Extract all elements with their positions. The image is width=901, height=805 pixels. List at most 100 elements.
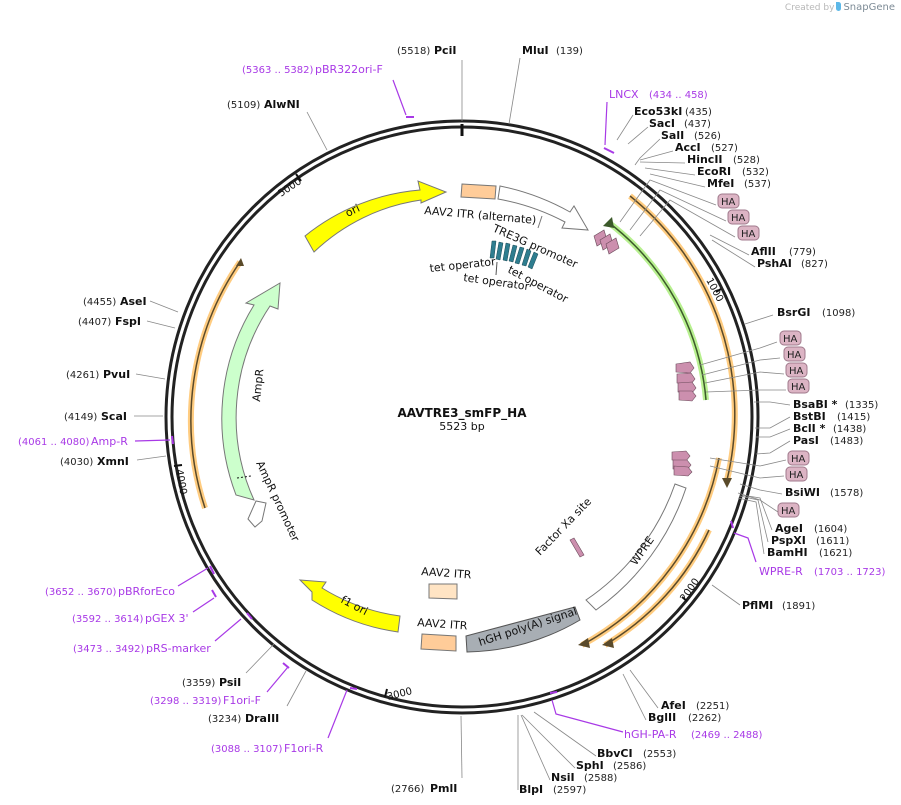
ha-tag[interactable]: HA	[787, 378, 810, 394]
primer-pos: (1703 .. 1723)	[814, 567, 886, 578]
enzyme-label[interactable]: PciI	[434, 44, 456, 57]
feature-ori[interactable]: ori	[304, 180, 448, 253]
primer-label[interactable]: pGEX 3'	[145, 612, 189, 625]
ha-tag[interactable]: HA	[737, 225, 760, 241]
ha-tag[interactable]: HA	[783, 346, 806, 362]
ha-tag[interactable]: HA	[785, 362, 808, 378]
enzyme-label[interactable]: MluI	[522, 44, 549, 57]
primer-pos: (3652 .. 3670)	[45, 587, 117, 598]
enzyme-label[interactable]: BsaBI *	[793, 398, 838, 411]
feature-aav2-itr-1[interactable]: AAV2 ITR	[421, 565, 472, 600]
enzyme-label[interactable]: HincII	[687, 153, 723, 166]
enzyme-pos: (1604)	[814, 524, 847, 535]
ha-tag[interactable]: HA	[777, 502, 800, 518]
enzyme-label[interactable]: PshAI	[757, 257, 792, 270]
enzyme-label[interactable]: DraIII	[245, 712, 279, 725]
enzyme-label[interactable]: PmlI	[430, 782, 457, 795]
enzyme-label[interactable]: AccI	[675, 141, 701, 154]
epitope-tag-arrows	[593, 229, 697, 477]
svg-text:HA: HA	[781, 506, 796, 517]
feature-aav2-itr-2[interactable]: AAV2 ITR	[417, 616, 468, 652]
enzyme-label[interactable]: PspXI	[771, 534, 806, 547]
enzyme-label[interactable]: FspI	[115, 315, 141, 328]
enzyme-label[interactable]: PsiI	[219, 676, 241, 689]
feature-f1-ori[interactable]: f1 ori	[298, 579, 401, 633]
feature-ampr[interactable]: AmpR	[221, 282, 281, 501]
enzyme-label[interactable]: BsrGI	[777, 306, 810, 319]
enzyme-label[interactable]: BstBI	[793, 410, 826, 423]
primer-pos: (5363 .. 5382)	[242, 65, 314, 76]
plasmid-length: 5523 bp	[439, 420, 484, 433]
enzyme-label[interactable]: AgeI	[775, 522, 803, 535]
enzyme-pos: (2262)	[688, 713, 721, 724]
primer-label[interactable]: pBRforEco	[118, 585, 175, 598]
primers: LNCX (434 .. 458) WPRE-R (1703 .. 1723) …	[18, 63, 886, 755]
svg-text:HA: HA	[789, 470, 804, 481]
enzyme-pos: (1415)	[837, 412, 870, 423]
svg-text:HA: HA	[783, 334, 798, 345]
enzyme-label[interactable]: SphI	[576, 759, 604, 772]
enzyme-label[interactable]: PflMI	[742, 599, 773, 612]
enzyme-label[interactable]: SalI	[661, 129, 684, 142]
enzyme-label[interactable]: MfeI	[707, 177, 734, 190]
ha-tag[interactable]: HA	[787, 450, 810, 466]
feature-hgh-polya-signal[interactable]: hGH poly(A) signal	[465, 605, 581, 653]
enzyme-pos: (4149)	[64, 412, 97, 423]
feature-factor-xa-site[interactable]: Factor Xa site	[533, 495, 594, 558]
enzyme-label[interactable]: SacI	[649, 117, 675, 130]
enzyme-label[interactable]: ScaI	[101, 410, 127, 423]
enzyme-pos: (3359)	[182, 678, 215, 689]
ha-tag[interactable]: HA	[717, 193, 740, 209]
enzyme-label[interactable]: AseI	[120, 295, 147, 308]
primer-label[interactable]: pRS-marker	[146, 642, 211, 655]
enzyme-label[interactable]: BlpI	[519, 783, 543, 796]
feature-label-ampr-promoter: AmpR promoter	[253, 459, 302, 544]
enzymes-left: (5518) PciI (5109) AlwNI (4455) AseI (44…	[60, 44, 457, 795]
ha-tag[interactable]: HA	[779, 330, 802, 346]
primer-pos: (434 .. 458)	[649, 90, 708, 101]
enzyme-label[interactable]: AflII	[751, 245, 776, 258]
primer-label[interactable]: pBR322ori-F	[315, 63, 383, 76]
enzyme-pos: (2251)	[696, 701, 729, 712]
primer-pos: (3473 .. 3492)	[73, 644, 145, 655]
primer-pos: (2469 .. 2488)	[691, 730, 763, 741]
enzyme-pos: (1438)	[833, 424, 866, 435]
enzyme-label[interactable]: BglII	[648, 711, 676, 724]
feature-ampr-promoter[interactable]: AmpR promoter	[247, 459, 302, 544]
enzyme-pos: (4455)	[83, 297, 116, 308]
primer-label[interactable]: F1ori-F	[223, 694, 261, 707]
enzyme-label[interactable]: PasI	[793, 434, 819, 447]
primer-label[interactable]: hGH-PA-R	[624, 728, 677, 741]
primer-label[interactable]: Amp-R	[91, 435, 128, 448]
enzyme-pos: (4030)	[60, 457, 93, 468]
enzyme-label[interactable]: NsiI	[551, 771, 575, 784]
svg-text:HA: HA	[791, 454, 806, 465]
primer-pos: (3298 .. 3319)	[150, 696, 222, 707]
enzyme-label[interactable]: XmnI	[97, 455, 129, 468]
enzyme-label[interactable]: AfeI	[661, 699, 686, 712]
enzyme-label[interactable]: PvuI	[103, 368, 130, 381]
leader-lines	[134, 57, 791, 790]
enzyme-label[interactable]: AlwNI	[264, 98, 300, 111]
enzyme-pos: (1611)	[816, 536, 849, 547]
ha-tag[interactable]: HA	[785, 466, 808, 482]
enzyme-pos: (537)	[744, 179, 771, 190]
enzyme-label[interactable]: BbvCI	[597, 747, 633, 760]
enzyme-label[interactable]: Eco53kI	[634, 105, 682, 118]
plasmid-name: AAVTRE3_smFP_HA	[398, 406, 528, 421]
primer-label[interactable]: WPRE-R	[759, 565, 803, 578]
primer-label[interactable]: LNCX	[609, 88, 639, 101]
enzyme-pos: (5109)	[227, 100, 260, 111]
enzyme-pos: (1621)	[819, 548, 852, 559]
snapgene-logo-icon	[836, 2, 842, 11]
primer-label[interactable]: F1ori-R	[284, 742, 324, 755]
enzyme-pos: (4407)	[78, 317, 111, 328]
feature-label-aav2-itr-2: AAV2 ITR	[417, 616, 468, 633]
ha-tag[interactable]: HA	[727, 209, 750, 225]
enzyme-label[interactable]: BsiWI	[785, 486, 820, 499]
enzyme-label[interactable]: EcoRI	[697, 165, 731, 178]
enzyme-label[interactable]: BclI *	[793, 422, 826, 435]
enzyme-label[interactable]: BamHI	[767, 546, 808, 559]
svg-text:HA: HA	[741, 229, 756, 240]
